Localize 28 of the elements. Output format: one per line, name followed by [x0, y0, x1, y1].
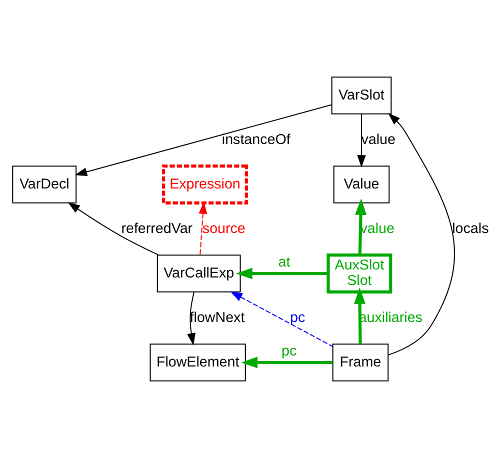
node-box: VarDecl: [12, 166, 77, 204]
edge-label: value: [361, 132, 396, 148]
arrow: [74, 104, 332, 176]
arrow: [357, 114, 366, 168]
edge-label: pc: [282, 344, 297, 360]
edge-label: source: [202, 220, 246, 237]
edge-label: locals: [452, 220, 489, 237]
node-box: Frame: [332, 344, 389, 382]
arrow: [230, 291, 333, 347]
arrow: [241, 356, 333, 368]
arrow: [187, 292, 196, 346]
node-box: VarCallExp: [156, 254, 241, 292]
node-box: VarSlot: [331, 76, 392, 114]
node-box: Value: [333, 166, 390, 204]
edge-label: pc: [290, 310, 306, 326]
arrow: [355, 198, 367, 255]
arrow: [198, 202, 208, 255]
edge-label: instanceOf: [222, 132, 290, 148]
edge-label: at: [278, 254, 290, 271]
arrow: [388, 112, 455, 356]
arrow: [354, 287, 366, 344]
node-box: AuxSlot Slot: [326, 254, 392, 294]
arrow: [236, 268, 328, 280]
arrow: [68, 202, 159, 256]
node-box: Expression: [162, 164, 248, 204]
edge-label: flowNext: [190, 310, 245, 326]
edge-label: referredVar: [121, 220, 193, 237]
node-box: FlowElement: [150, 344, 246, 382]
